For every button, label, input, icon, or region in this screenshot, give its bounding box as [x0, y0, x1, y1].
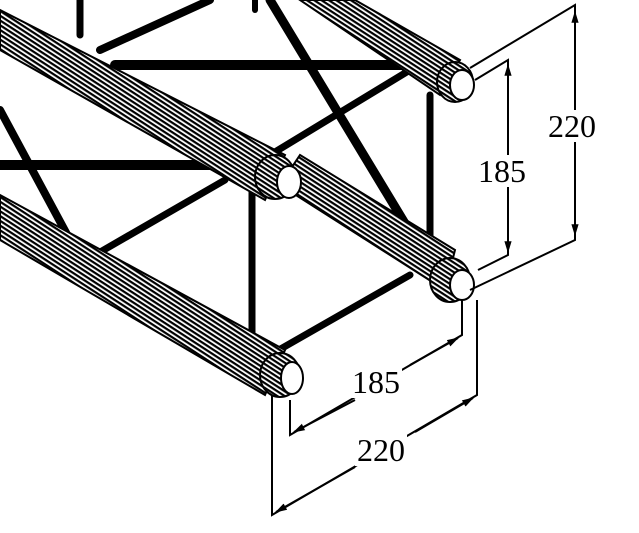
- top-front-chord: [0, 8, 457, 292]
- dimension-label-height-outer: 220: [546, 108, 598, 144]
- dimension-label-height-inner: 185: [476, 153, 528, 189]
- chord-tubes: [0, 0, 475, 398]
- bottom-front-chord: [0, 193, 304, 398]
- bottom-back-chord-end: [429, 257, 475, 303]
- bracing-members: [0, 0, 434, 359]
- dimension-label-width-outer: 220: [355, 432, 407, 468]
- dimension-label-width-inner: 185: [350, 364, 402, 400]
- top-back-chord: [298, 0, 475, 103]
